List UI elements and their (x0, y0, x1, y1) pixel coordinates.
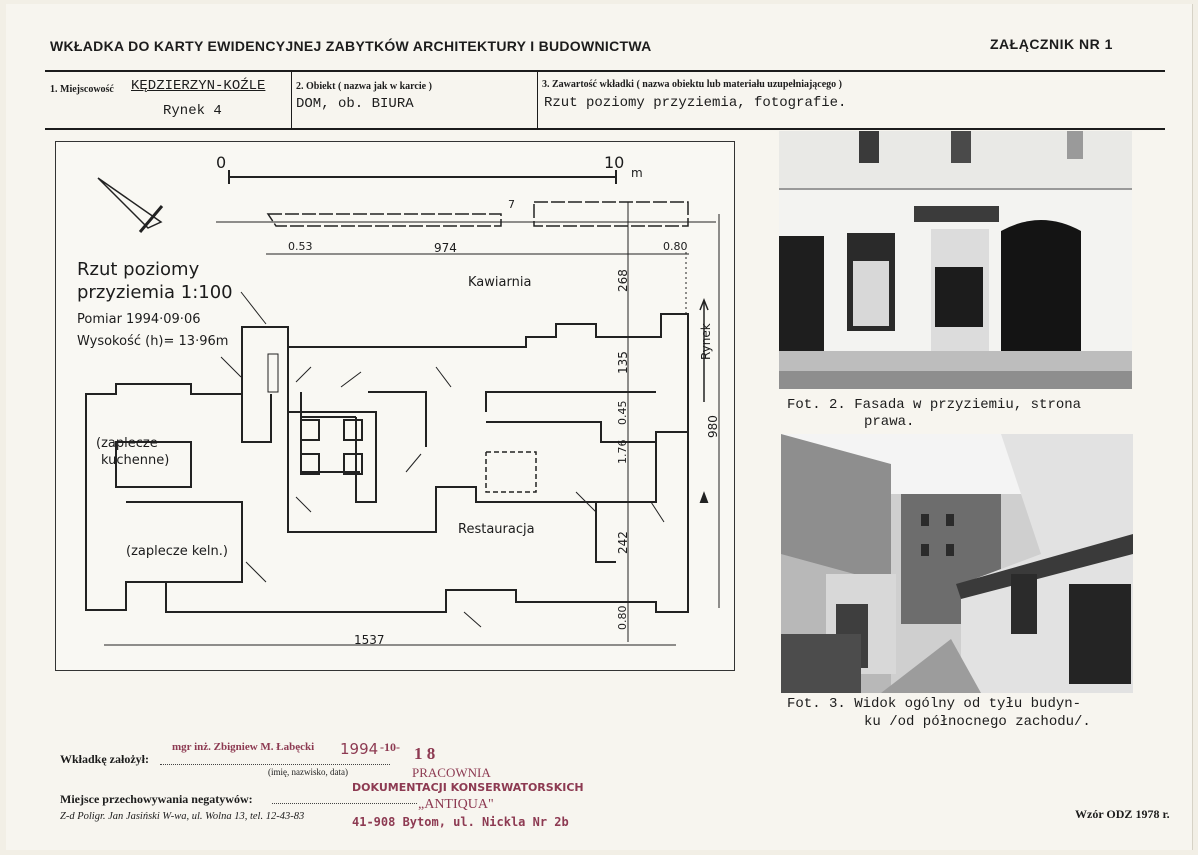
dim-135: 135 (616, 351, 630, 374)
header-bottom-rule (45, 128, 1165, 130)
stamp-line-2: DOKUMENTACJI KONSERWATORSKICH (352, 781, 584, 794)
dim-980: 980 (706, 415, 720, 438)
scale-start: 0 (216, 153, 227, 172)
dim-1537: 1537 (354, 633, 385, 647)
field-2-label: 2. Obiekt ( nazwa jak w karcie ) (296, 81, 432, 92)
caption-photo-3-line-2: ku /od północnego zachodu/. (864, 714, 1091, 730)
field-1-address: Rynek 4 (163, 103, 222, 119)
dim-242: 242 (616, 531, 630, 554)
stamp-author: mgr inż. Zbigniew M. Łabęcki (172, 741, 315, 753)
photo-courtyard (781, 434, 1133, 693)
document-title: WKŁADKA DO KARTY EWIDENCYJNEJ ZABYTKÓW A… (50, 38, 652, 54)
field-2-value: DOM, ob. BIURA (296, 96, 414, 112)
stamp-line-3: „ANTIQUA" (418, 797, 494, 812)
dim-045: 0.45 (616, 400, 629, 426)
photo-facade (779, 131, 1132, 389)
caption-photo-2-line-1: Fot. 2. Fasada w przyziemiu, strona (787, 397, 1082, 413)
plan-title-line-2: przyziemia 1:100 (77, 282, 233, 303)
room-kawiarnia: Kawiarnia (468, 275, 532, 290)
scale-end: 10 (604, 153, 625, 172)
negatives-line (272, 803, 417, 804)
form-identifier: Wzór ODZ 1978 r. (1075, 807, 1170, 821)
photo-courtyard-svg (781, 434, 1133, 693)
caption-photo-3-line-1: Fot. 3. Widok ogólny od tyłu budyn- (787, 696, 1082, 712)
negatives-label: Miejsce przechowywania negatywów: (60, 792, 253, 806)
room-zaplecze-kuchenne-2: kuchenne) (101, 453, 170, 468)
header-top-rule (45, 70, 1165, 72)
field-divider-1 (291, 72, 292, 128)
caption-photo-2-line-2: prawa. (864, 414, 915, 430)
field-1-label: 1. Miejscowość (50, 84, 114, 95)
room-restauracja: Restauracja (458, 522, 535, 537)
dim-268: 268 (616, 269, 630, 292)
dim-176: 1.76 (616, 439, 629, 465)
field-3-label: 3. Zawartość wkładki ( nazwa obiektu lub… (542, 79, 843, 90)
annex-number: ZAŁĄCZNIK NR 1 (990, 36, 1113, 52)
scale-unit: m (631, 166, 643, 180)
room-zaplecze-keln: (zaplecze keln.) (126, 544, 228, 559)
survey-date: Pomiar 1994·09·06 (77, 312, 201, 327)
dim-974: 974 (434, 241, 457, 255)
dim-080-bottom: 0.80 (616, 605, 629, 631)
dim-053: 0.53 (288, 240, 313, 253)
stamp-date-year: 1994 (340, 740, 379, 758)
stamp-date-day: 1 8 (414, 744, 436, 763)
field-1-value: KĘDZIERZYN-KOŹLE (131, 78, 266, 94)
created-by-hint: (imię, nazwisko, data) (268, 767, 348, 777)
room-zaplecze-kuchenne-1: (zaplecze (96, 436, 158, 451)
stamp-line-4: 41-908 Bytom, ul. Nickla Nr 2b (352, 815, 569, 829)
field-3-value: Rzut poziomy przyziemia, fotografie. (544, 95, 847, 111)
building-height: Wysokość (h)= 13·96m (77, 334, 229, 349)
created-by-label: Wkładkę założył: (60, 752, 149, 766)
door-number: 7 (508, 198, 515, 211)
created-by-line (160, 764, 390, 765)
field-divider-2 (537, 72, 538, 128)
label-rynek: Rynek (699, 323, 713, 360)
stamp-line-1: PRACOWNIA (412, 765, 491, 780)
floor-plan-svg (85, 170, 720, 646)
dim-080-top: 0.80 (663, 240, 688, 253)
plan-title-line-1: Rzut poziomy (77, 259, 200, 280)
floor-plan-drawing: 0 10 m Rzut poziomy przyziemia 1:100 Pom… (55, 141, 735, 671)
photo-facade-svg (779, 131, 1132, 389)
stamp-date-month: -10- (380, 740, 400, 754)
printer-info: Z-d Poligr. Jan Jasiński W-wa, ul. Wolna… (60, 811, 305, 822)
